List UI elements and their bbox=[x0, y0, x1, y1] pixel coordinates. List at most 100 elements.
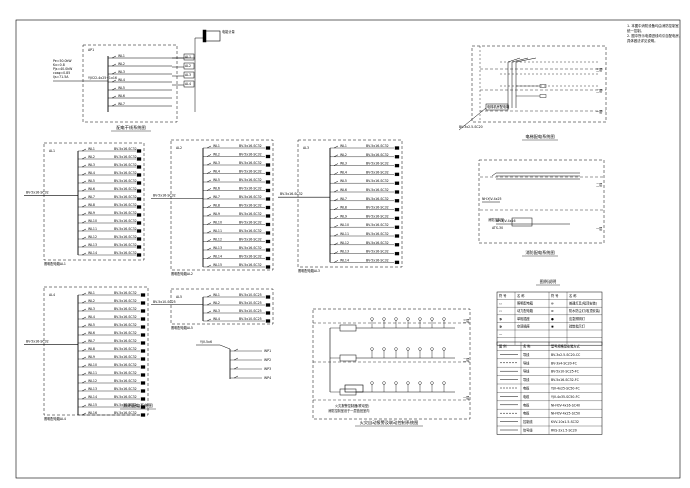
cable-text: YJV-5x6 bbox=[200, 340, 212, 344]
load-mark bbox=[140, 381, 146, 385]
table-header: 型号规格及安装方式 bbox=[551, 344, 580, 349]
breaker-symbol bbox=[81, 380, 87, 384]
branch-text: WL2 bbox=[88, 155, 95, 159]
breaker-symbol bbox=[206, 264, 212, 268]
device-box bbox=[339, 354, 357, 362]
branch-text: WL4 bbox=[118, 78, 125, 82]
breaker-symbol bbox=[333, 145, 339, 149]
table-header: 名 称 bbox=[569, 293, 577, 298]
cable-text: BV-5x10-SC25 bbox=[239, 301, 262, 305]
cable-text: BV-5x16-SC32 bbox=[114, 235, 137, 239]
branch-text: WL12 bbox=[88, 379, 97, 383]
branch-text: WL5 bbox=[213, 178, 220, 182]
load-mark bbox=[140, 301, 146, 305]
detector-symbol bbox=[442, 347, 446, 351]
load-mark bbox=[539, 94, 547, 98]
cable-text: BV-5x16-SC32 bbox=[239, 255, 262, 259]
load-mark bbox=[265, 163, 271, 167]
load-mark bbox=[539, 84, 547, 88]
cable-text: BV-5x10-SC25 bbox=[239, 293, 262, 297]
branch-text: WL1 bbox=[213, 144, 220, 148]
load-mark bbox=[140, 349, 146, 353]
table-cell: 电缆 bbox=[523, 411, 530, 416]
load-mark bbox=[265, 311, 271, 315]
breaker-symbol bbox=[333, 163, 339, 166]
controller-box bbox=[344, 384, 364, 393]
table-cell: RVS-2x1.5-SC20 bbox=[551, 429, 577, 433]
riser-frame bbox=[478, 159, 605, 244]
panel-footer-text: 照明配电箱AL1 bbox=[44, 261, 66, 266]
cable-text: BV-5x16-SC32 bbox=[114, 299, 137, 303]
feed-link bbox=[219, 344, 231, 350]
note-line: 具体做法详见说明。 bbox=[627, 38, 658, 43]
bus-text: BV-5x16-SC32 bbox=[153, 194, 176, 198]
cable-text: BV-5x16-SC32 bbox=[239, 187, 262, 191]
cable-text: BV-5x16-SC32 bbox=[114, 347, 137, 351]
load-mark bbox=[136, 165, 142, 169]
branch-text: WL7 bbox=[88, 195, 95, 199]
cable-text: BV-5x16-SC32 bbox=[114, 219, 137, 223]
branch-text: WL1 bbox=[88, 147, 95, 151]
cable-text: BV-5x16-SC32 bbox=[366, 214, 389, 218]
breaker-symbol bbox=[333, 198, 339, 202]
cable-text: BV-5x16-SC32 bbox=[366, 170, 389, 174]
detector-symbol bbox=[370, 317, 374, 321]
table-cell: BV-3x4-SC20-FC bbox=[551, 361, 578, 365]
cable-text: BV-5x16-SC32 bbox=[366, 179, 389, 183]
load-mark bbox=[394, 243, 400, 247]
branch-text: WL6 bbox=[88, 187, 95, 191]
branch-text: WL14 bbox=[88, 251, 97, 255]
table-cell: — bbox=[499, 332, 503, 336]
branch-text: WL9 bbox=[88, 355, 95, 359]
table-cell: 空调插座 bbox=[517, 323, 531, 328]
breaker-symbol bbox=[333, 251, 339, 254]
breaker-symbol bbox=[81, 300, 87, 304]
drawing-title: 消防配电系统图 bbox=[525, 249, 554, 256]
cable-text: BV-5x16-SC32 bbox=[366, 223, 389, 227]
breaker-symbol bbox=[81, 388, 87, 392]
elevator-box bbox=[485, 103, 509, 111]
spec-text: Ijs=71.5A bbox=[53, 75, 69, 79]
breaker-symbol bbox=[111, 55, 117, 59]
table-cell: 单相插座 bbox=[517, 316, 531, 321]
legend-table: 符 号名 称符 号名 称▭照明配电箱⊗普通灯具(吸顶安装)▭动力配电箱⊗防水防尘… bbox=[496, 291, 603, 346]
breaker-symbol bbox=[206, 154, 212, 157]
branch-text: WL11 bbox=[213, 229, 222, 233]
device-box bbox=[339, 324, 357, 332]
load-mark bbox=[394, 199, 400, 203]
branch-text: WP4 bbox=[264, 376, 271, 380]
controller-text: 火灾报警控制器(联动型) bbox=[335, 403, 369, 408]
breaker-symbol bbox=[333, 189, 339, 193]
cable-text: BV-5x16-SC32 bbox=[114, 251, 137, 255]
detector-symbol bbox=[370, 381, 374, 385]
panel-id-text: AL3 bbox=[303, 146, 309, 150]
table-cell: ◑ bbox=[499, 324, 502, 328]
branch-text: WP1 bbox=[264, 349, 271, 353]
cable-text: BV-5x16-SC32 bbox=[239, 212, 262, 216]
table-cell: 防水防尘灯(吸顶安装) bbox=[569, 308, 600, 313]
table-cell: NH-YJV-4x16-SC40 bbox=[551, 403, 580, 407]
cable-text: BV-5x16-SC32 bbox=[366, 144, 389, 148]
load-mark bbox=[265, 146, 271, 150]
cable-text: BV-5x16-SC32 bbox=[114, 403, 137, 407]
spec-text: Kx=0.8 bbox=[53, 63, 65, 67]
branch-text: WL8 bbox=[213, 204, 220, 208]
load-mark bbox=[140, 333, 146, 337]
panel-id-text: AL5 bbox=[176, 295, 182, 299]
load-mark bbox=[136, 197, 142, 201]
breaker-symbol bbox=[81, 324, 87, 328]
branch-text: WL4 bbox=[88, 315, 95, 319]
branch-text: WL2 bbox=[213, 301, 220, 305]
branch-text: WL3 bbox=[340, 162, 347, 166]
breaker-symbol bbox=[206, 294, 212, 298]
table-cell: ▭ bbox=[499, 309, 502, 313]
cable-text: BV-5x16-SC32 bbox=[114, 147, 137, 151]
table-cell: BV-5x16-SC32-FC bbox=[551, 378, 580, 382]
breaker-symbol bbox=[81, 364, 87, 368]
cable-text: BV-5x16-SC32 bbox=[239, 246, 262, 250]
cable-text: BV-5x16-SC32 bbox=[114, 195, 137, 199]
cable-text: BV-5x16-SC32 bbox=[366, 206, 389, 210]
branch-text: WL15 bbox=[88, 403, 97, 407]
